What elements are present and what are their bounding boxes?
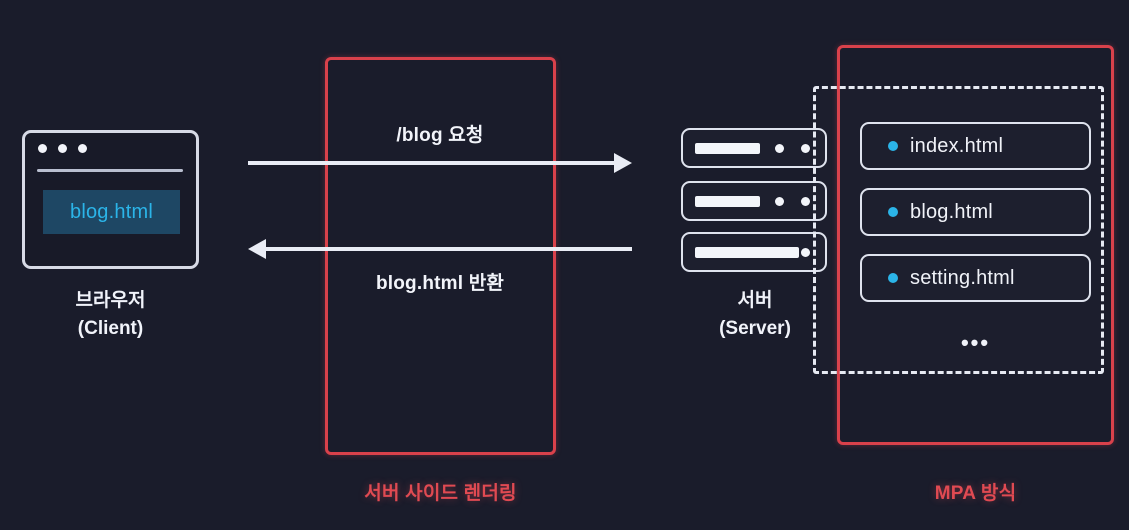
- server-caption-line1: 서버: [737, 290, 773, 311]
- server-rack-led-icon: [801, 143, 810, 153]
- server-rack-1: [681, 128, 827, 168]
- file-bullet-icon: [888, 273, 898, 283]
- server-rack-2: [681, 181, 827, 221]
- browser-dot-icon: [38, 144, 47, 153]
- response-arrow-label: blog.html 반환: [375, 273, 505, 294]
- mpa-group-box: [837, 45, 1114, 445]
- server-caption-line2: (Server): [719, 317, 791, 339]
- server-rack-3: [681, 232, 827, 272]
- server-rack-led-icon: [775, 143, 784, 153]
- browser-window: blog.html: [22, 130, 199, 269]
- browser-dot-icon: [78, 144, 87, 153]
- server-caption: 서버 (Server): [684, 287, 826, 342]
- server-rack-led-icon: [775, 196, 784, 206]
- file-card-blog: blog.html: [860, 188, 1091, 236]
- server-rack-bar-icon: [695, 246, 799, 258]
- file-bullet-icon: [888, 141, 898, 151]
- response-arrow: [248, 239, 632, 259]
- browser-page-label: blog.html: [70, 200, 153, 223]
- mpa-group-caption: MPA 방식: [934, 483, 1017, 504]
- static-file-store-region: [813, 86, 1104, 374]
- file-label: blog.html: [910, 200, 993, 223]
- browser-dot-icon: [58, 144, 67, 153]
- ssr-group-caption: 서버 사이드 렌더링: [364, 483, 517, 504]
- server-rack-led-icon: [801, 247, 810, 257]
- server-rack-bar-icon: [695, 195, 760, 207]
- server-rack-led-icon: [801, 196, 810, 206]
- file-bullet-icon: [888, 207, 898, 217]
- client-caption-line2: (Client): [77, 317, 144, 339]
- browser-rendered-page: blog.html: [43, 190, 180, 234]
- client-caption-line1: 브라우저: [75, 290, 146, 311]
- file-label: setting.html: [910, 266, 1015, 289]
- file-card-setting: setting.html: [860, 254, 1091, 302]
- file-list-ellipsis: •••: [960, 330, 991, 355]
- server-rack-bar-icon: [695, 142, 760, 154]
- browser-address-bar-line: [37, 169, 183, 172]
- browser-traffic-lights-icon: [38, 144, 87, 153]
- request-arrow: [248, 153, 632, 173]
- file-label: index.html: [910, 134, 1004, 157]
- request-arrow-label: /blog 요청: [396, 125, 484, 146]
- ssr-group-box: [325, 57, 556, 455]
- client-caption: 브라우저 (Client): [22, 287, 199, 342]
- file-card-index: index.html: [860, 122, 1091, 170]
